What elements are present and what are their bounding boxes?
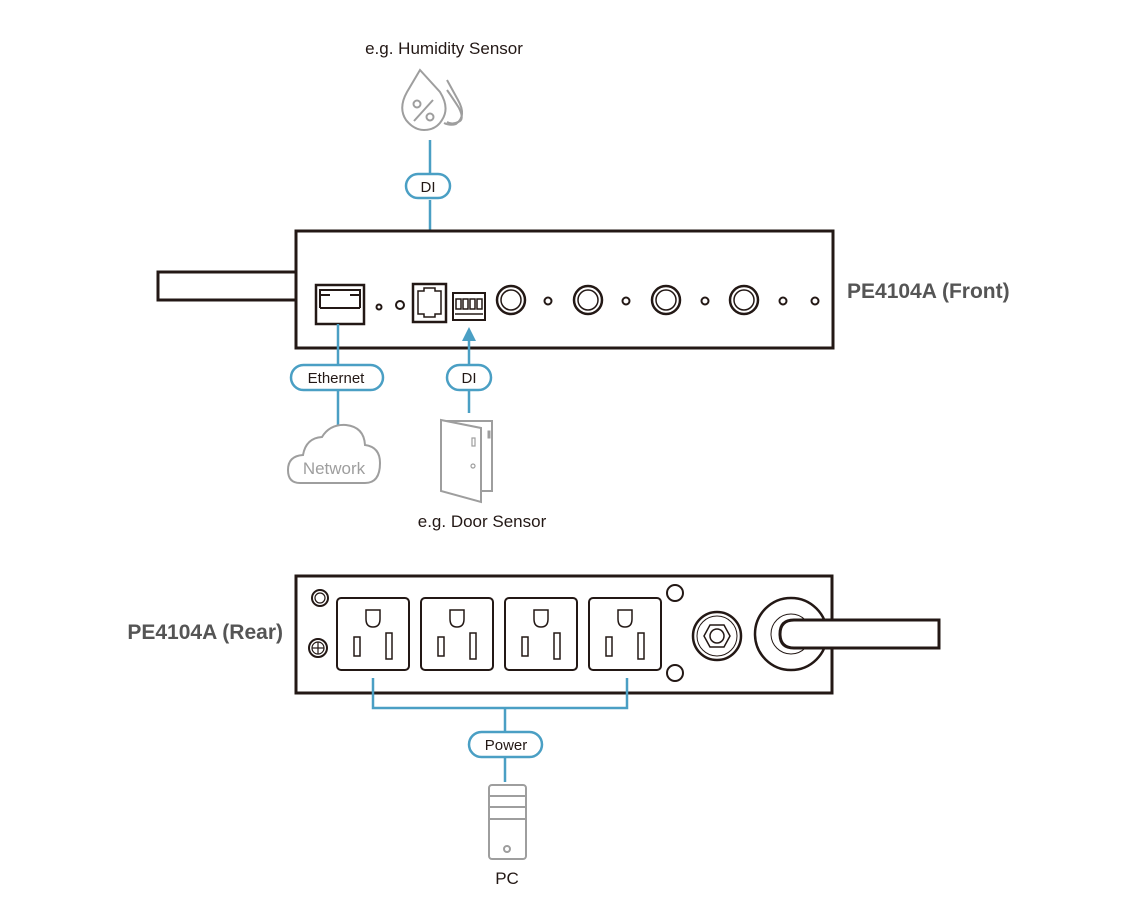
arrow-up-icon — [462, 327, 476, 341]
front-device — [156, 229, 835, 350]
outlet-4 — [588, 597, 662, 671]
rear-cable — [778, 618, 941, 650]
di-bottom-tag: DI — [462, 370, 477, 387]
ethernet-tag: Ethernet — [308, 370, 366, 387]
power-connector — [371, 678, 629, 782]
door-sensor-label: e.g. Door Sensor — [418, 512, 547, 531]
door-sensor-icon — [440, 418, 493, 504]
di-top-tag: DI — [421, 179, 436, 196]
status-lamp — [572, 284, 604, 316]
pc-label: PC — [495, 869, 519, 888]
status-lamp — [728, 284, 760, 316]
outlet-2 — [420, 597, 494, 671]
network-cloud-icon: Network — [286, 423, 382, 484]
outlet-3 — [504, 597, 578, 671]
pc-tower-icon — [488, 784, 527, 860]
status-lamp — [650, 284, 682, 316]
front-label: PE4104A (Front) — [847, 280, 1010, 303]
di-bottom-connector: DI — [445, 327, 493, 413]
ethernet-connector: Ethernet — [289, 324, 385, 425]
rj11-port-icon — [411, 282, 448, 324]
led-indicator — [395, 300, 405, 310]
outlet-1 — [336, 597, 410, 671]
status-lamp — [495, 284, 527, 316]
front-cable — [156, 270, 300, 302]
rear-panel — [294, 574, 834, 695]
rear-label: PE4104A (Rear) — [127, 621, 283, 644]
power-tag: Power — [485, 737, 528, 754]
network-label: Network — [303, 459, 366, 478]
humidity-sensor-label: e.g. Humidity Sensor — [365, 39, 523, 58]
ethernet-port-icon — [314, 283, 366, 326]
ground-screw-icon — [308, 638, 328, 658]
terminal-block-icon — [452, 292, 486, 321]
led-indicator — [375, 303, 383, 311]
power-switch-icon — [691, 610, 743, 662]
rear-device — [294, 574, 941, 695]
fuse-icon — [311, 589, 329, 607]
power-inlet-icon — [753, 596, 941, 672]
humidity-sensor-icon — [401, 68, 463, 132]
